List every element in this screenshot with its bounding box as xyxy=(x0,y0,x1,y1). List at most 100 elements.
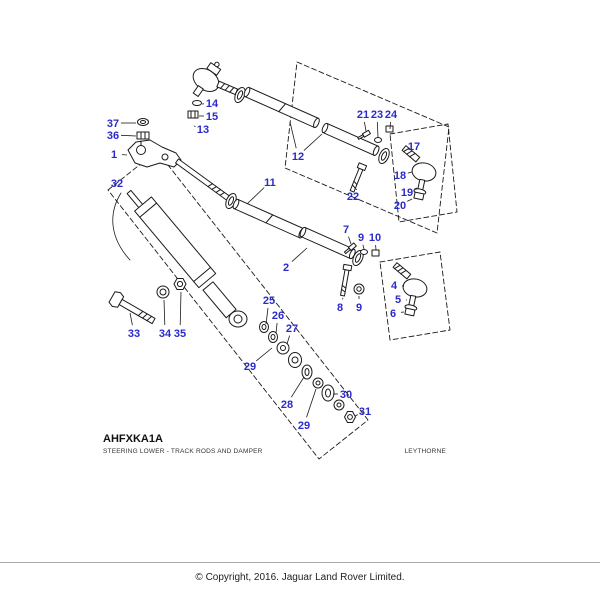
part-label-6-25[interactable]: 6 xyxy=(390,308,396,320)
part-label-21-7[interactable]: 21 xyxy=(357,109,369,121)
part-label-35-36[interactable]: 35 xyxy=(174,328,186,340)
copyright-bar: © Copyright, 2016. Jaguar Land Rover Lim… xyxy=(0,562,600,583)
leader-line xyxy=(364,121,367,132)
diagram-artwork xyxy=(107,61,458,460)
leader-line xyxy=(354,414,358,417)
bush-stack xyxy=(259,321,356,423)
parts-diagram: 3736141513112212324171819202211322791089… xyxy=(103,61,458,460)
leader-line xyxy=(120,134,137,137)
part-label-4-23[interactable]: 4 xyxy=(391,280,398,292)
threaded-rod xyxy=(175,158,231,202)
leader-line xyxy=(179,291,182,326)
washer-23 xyxy=(374,137,382,143)
leader-line xyxy=(348,236,352,245)
part-label-2-17[interactable]: 2 xyxy=(283,262,289,274)
leader-line xyxy=(246,187,265,205)
bolt-7 xyxy=(343,242,357,255)
part-label-9-19[interactable]: 9 xyxy=(358,232,364,244)
clamp-top-left xyxy=(234,86,246,104)
leader-line xyxy=(389,121,391,130)
track-rod-tube-11 xyxy=(232,198,306,239)
right-rod-group-box xyxy=(284,61,450,234)
tie-rod-end-4 xyxy=(402,278,428,317)
tie-rod-end-4-box xyxy=(379,251,451,341)
part-label-14-2[interactable]: 14 xyxy=(206,98,219,110)
washer-34 xyxy=(156,285,170,299)
leader-line xyxy=(163,299,166,326)
leader-line xyxy=(407,198,413,202)
part-label-24-9[interactable]: 24 xyxy=(385,109,398,121)
part-label-31-33[interactable]: 31 xyxy=(359,406,371,418)
leader-line xyxy=(275,322,278,334)
part-label-13-4[interactable]: 13 xyxy=(197,124,209,136)
bolt-21 xyxy=(357,129,371,140)
part-label-18-11[interactable]: 18 xyxy=(394,170,406,182)
nut-36 xyxy=(136,131,150,140)
nut-24 xyxy=(385,125,394,133)
part-label-25-26[interactable]: 25 xyxy=(263,295,275,307)
leader-line xyxy=(407,171,413,174)
part-label-30-32[interactable]: 30 xyxy=(340,389,352,401)
part-label-11-15[interactable]: 11 xyxy=(264,177,276,189)
part-label-36-1[interactable]: 36 xyxy=(107,130,119,142)
leader-line xyxy=(414,187,418,190)
leader-line xyxy=(306,388,317,418)
part-label-10-20[interactable]: 10 xyxy=(369,232,381,244)
leader-line xyxy=(303,133,323,151)
leader-line xyxy=(286,335,290,345)
leader-line xyxy=(355,188,357,191)
part-label-27-28[interactable]: 27 xyxy=(286,323,298,335)
tie-rod-end-17-box xyxy=(389,123,458,223)
track-rod-tube-2 xyxy=(299,226,356,260)
nut-10 xyxy=(371,249,380,257)
part-label-37-0[interactable]: 37 xyxy=(107,118,119,130)
washer-9b xyxy=(353,283,365,295)
washer-14 xyxy=(192,100,202,106)
nut-15 xyxy=(187,110,199,119)
leader-line xyxy=(362,244,365,250)
diagram-code: AHFXKA1A xyxy=(103,433,163,445)
copyright-text: © Copyright, 2016. Jaguar Land Rover Lim… xyxy=(195,572,405,583)
part-label-12-6[interactable]: 12 xyxy=(292,151,304,163)
part-label-26-27[interactable]: 26 xyxy=(272,310,284,322)
washer-37-hole xyxy=(140,120,146,124)
leader-line xyxy=(342,297,344,300)
diagram-location: LEYTHORNE xyxy=(404,448,446,455)
part-label-20-13[interactable]: 20 xyxy=(394,200,406,212)
washer-9a xyxy=(360,249,368,255)
leader-line xyxy=(193,125,196,127)
damper xyxy=(126,189,248,328)
bolt-33 xyxy=(108,291,156,325)
tie-rod-shaft-top xyxy=(216,80,239,96)
washer-37 xyxy=(137,118,149,126)
part-label-33-34[interactable]: 33 xyxy=(128,328,140,340)
nut-35 xyxy=(173,278,187,290)
leader-line xyxy=(290,376,305,398)
steering-arm-1 xyxy=(127,139,182,168)
damper-group-box xyxy=(107,150,369,460)
part-label-5-24[interactable]: 5 xyxy=(395,294,401,306)
part-label-22-14[interactable]: 22 xyxy=(347,191,359,203)
part-label-17-10[interactable]: 17 xyxy=(408,141,420,153)
tie-rod-shaft-4 xyxy=(392,262,412,280)
part-label-15-3[interactable]: 15 xyxy=(206,111,218,123)
track-rod-tube-12b xyxy=(321,122,380,156)
bolt-8 xyxy=(340,263,353,297)
part-label-29-31[interactable]: 29 xyxy=(298,420,310,432)
part-label-29-29[interactable]: 29 xyxy=(244,361,256,373)
part-label-8-21[interactable]: 8 xyxy=(337,302,343,314)
part-label-9-22[interactable]: 9 xyxy=(356,302,362,314)
part-label-7-18[interactable]: 7 xyxy=(343,224,349,236)
part-label-23-8[interactable]: 23 xyxy=(371,109,383,121)
part-label-28-30[interactable]: 28 xyxy=(281,399,293,411)
part-label-32-16[interactable]: 32 xyxy=(111,178,123,190)
leader-line xyxy=(289,121,297,149)
clamp-top-right xyxy=(378,147,390,165)
tie-rod-end-17 xyxy=(411,162,437,201)
part-label-1-5[interactable]: 1 xyxy=(111,149,117,161)
bolt-22 xyxy=(349,162,368,193)
part-label-19-12[interactable]: 19 xyxy=(401,187,413,199)
part-label-34-35[interactable]: 34 xyxy=(159,328,172,340)
